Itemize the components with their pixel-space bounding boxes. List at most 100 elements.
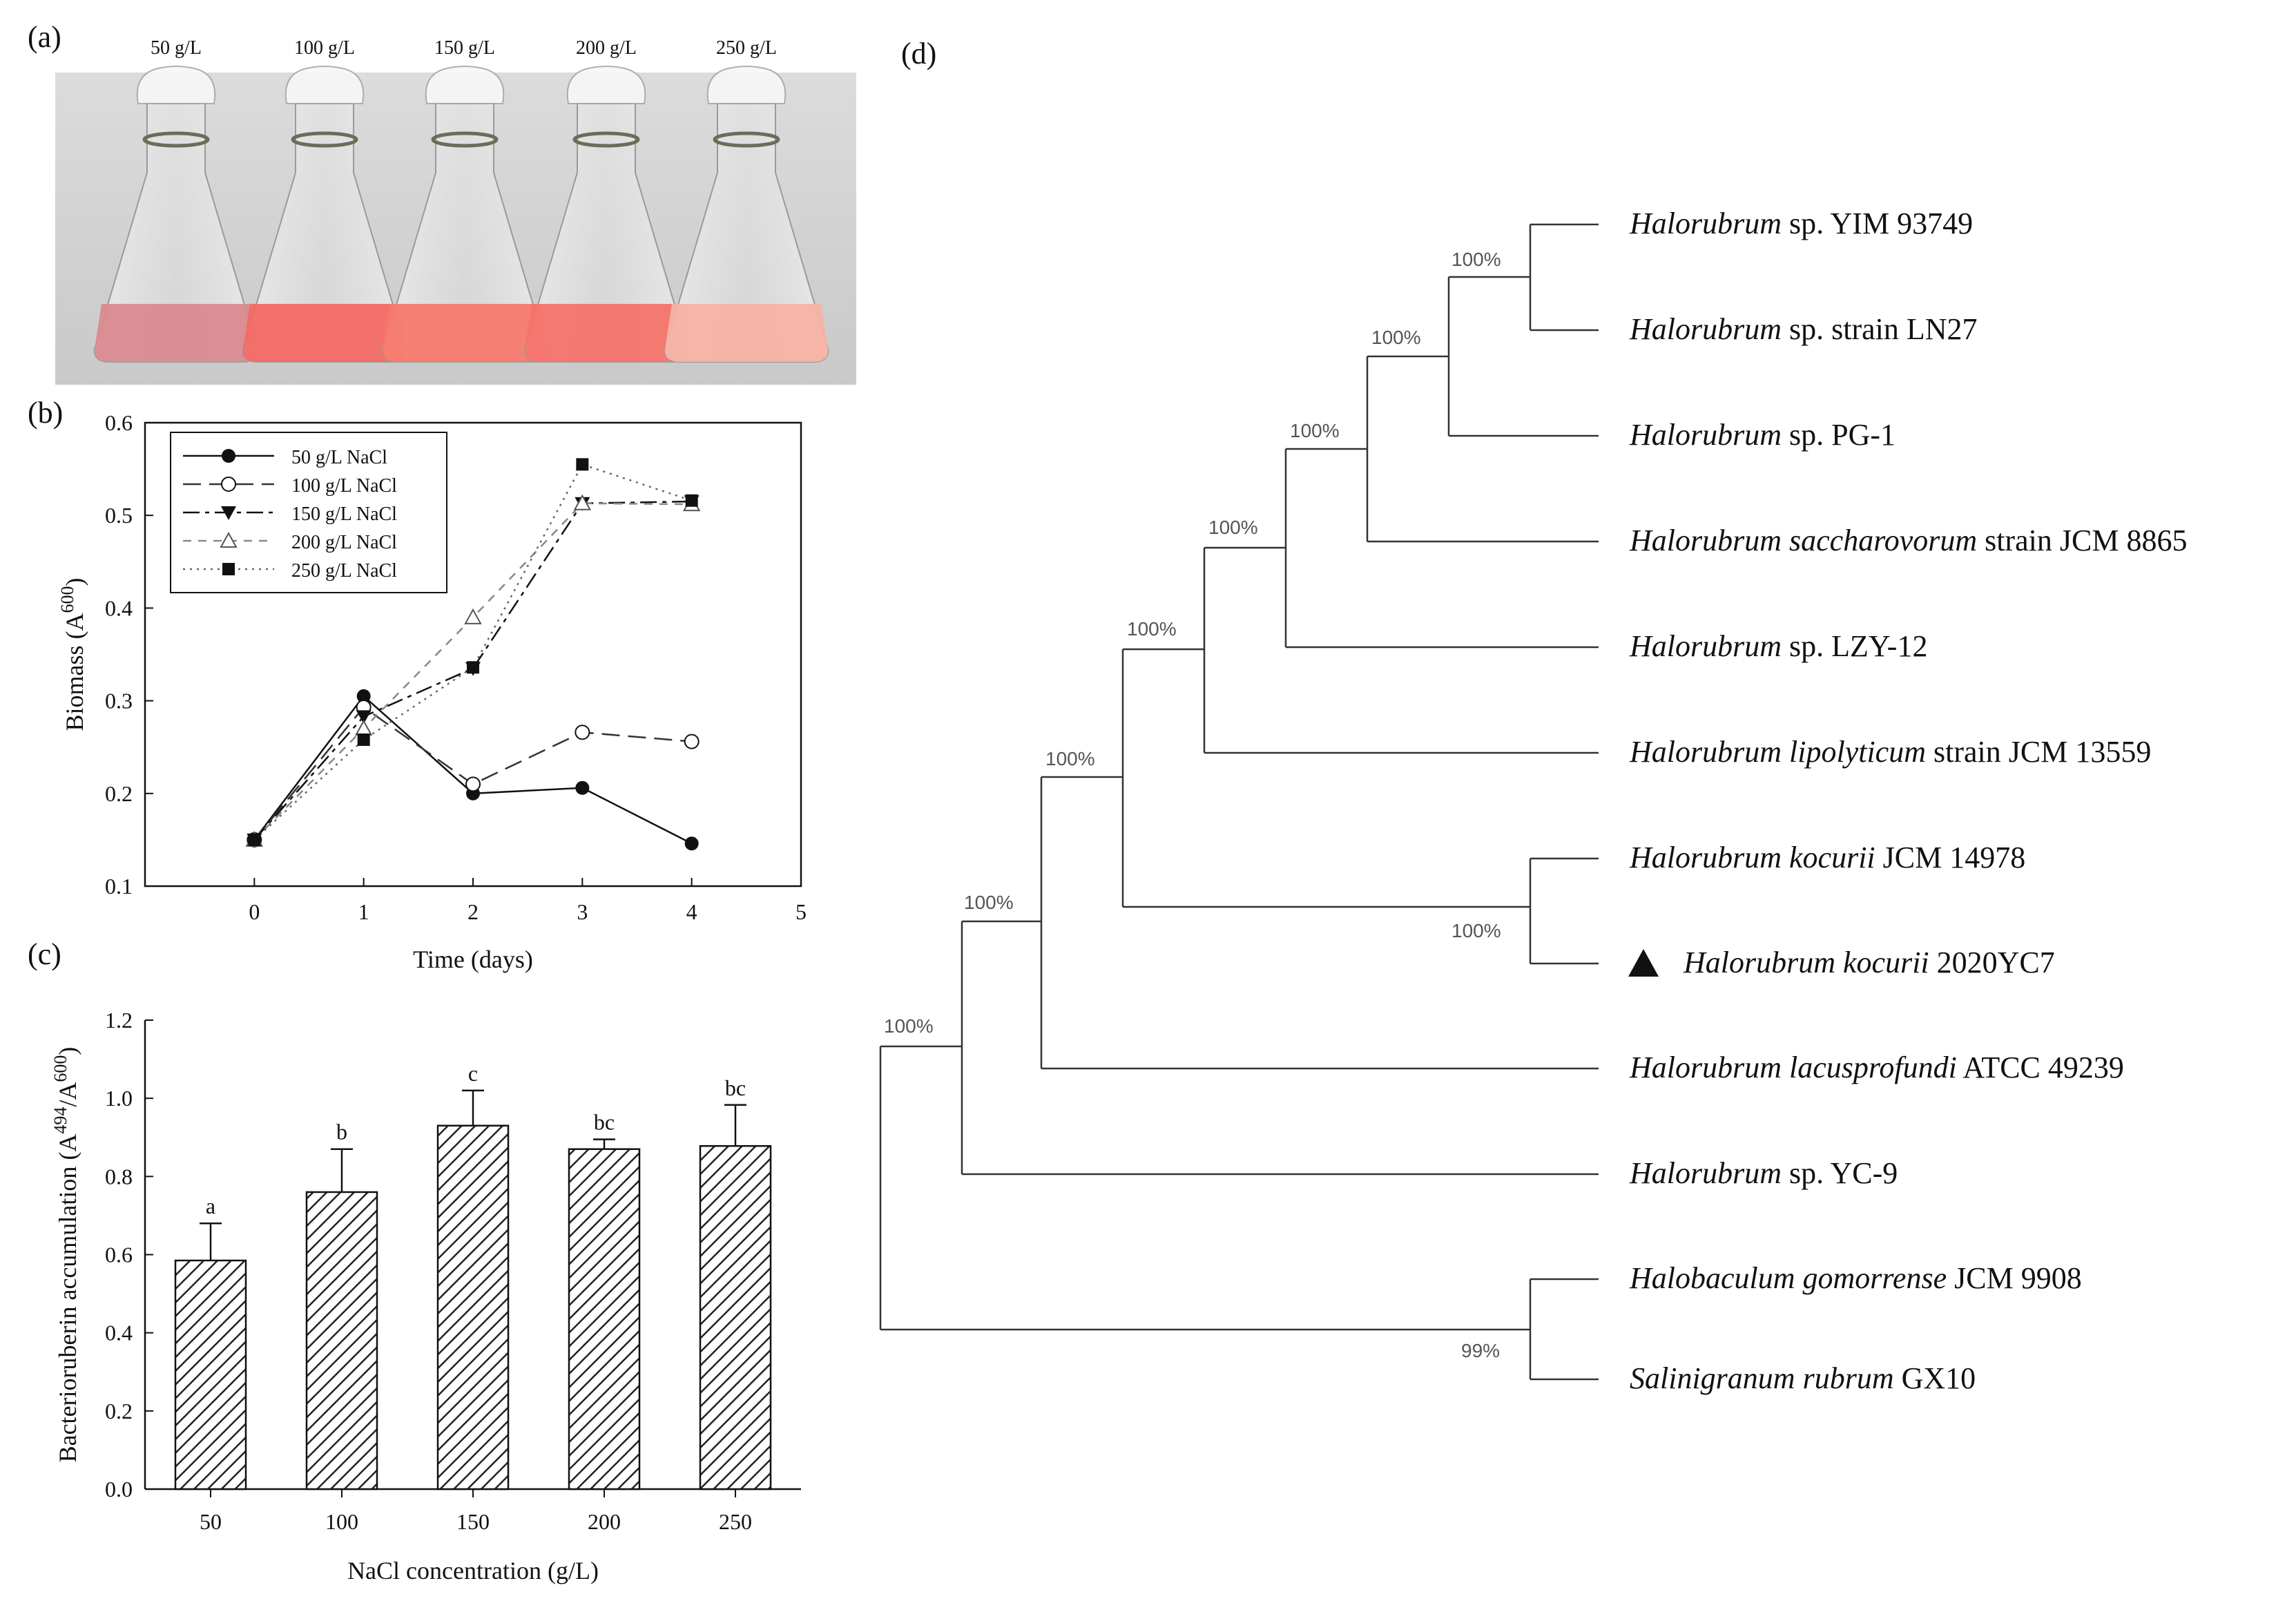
data-point-triangle-up: [354, 719, 373, 736]
text-span: /A: [54, 1082, 81, 1107]
flask: [93, 66, 259, 363]
flask: [382, 66, 548, 363]
data-point-square: [467, 661, 479, 674]
bar: [699, 1144, 772, 1490]
text-span: Halorubrum: [1629, 207, 1782, 240]
text-span: Halorubrum kocurii: [1629, 841, 1875, 874]
leaf-label: Halorubrum kocurii JCM 14978: [1629, 841, 2025, 874]
x-tick-label: 150: [456, 1509, 490, 1534]
data-point-square: [222, 563, 235, 575]
text-span: Salinigranum rubrum: [1630, 1361, 1894, 1395]
leaf-label: Halorubrum sp. strain LN27: [1629, 312, 1978, 346]
text-span: Biomass (A: [61, 613, 88, 731]
y-tick-label: 0.6: [105, 410, 133, 435]
y-axis-label: Bacterioruberin accumulation (A494/A600): [50, 1047, 81, 1463]
flask-cap-film: [706, 66, 787, 104]
legend-label: 250 g/L NaCl: [291, 560, 397, 582]
legend-label: 50 g/L NaCl: [291, 447, 387, 468]
significance-letter: bc: [594, 1110, 615, 1135]
x-tick-label: 0: [249, 899, 260, 924]
text-span: ): [61, 578, 88, 586]
flask-liquid: [94, 304, 258, 362]
x-tick-label: 2: [467, 899, 479, 924]
flask-label: 200 g/L: [576, 37, 637, 59]
bootstrap-value: 99%: [1461, 1340, 1500, 1361]
bar: [305, 1191, 378, 1490]
leaf-label: Halobaculum gomorrense JCM 9908: [1629, 1261, 2082, 1295]
leaf-label: Halorubrum sp. LZY-12: [1629, 629, 1927, 663]
data-point-filled-circle: [222, 449, 235, 463]
text-span: sp. LZY-12: [1782, 629, 1927, 663]
text-span: 2020YC7: [1929, 946, 2055, 979]
flask-liquid: [664, 304, 829, 362]
data-point-square: [357, 733, 370, 746]
series-line: [253, 500, 692, 841]
rubber-band: [142, 131, 210, 148]
text-span: Halorubrum lipolyticum: [1629, 735, 1926, 769]
data-point-filled-circle: [356, 689, 371, 703]
text-span: JCM 14978: [1875, 841, 2026, 874]
rubber-band: [431, 131, 499, 148]
significance-letter: a: [206, 1193, 215, 1218]
significance-letter: c: [468, 1061, 478, 1086]
x-tick-label: 3: [577, 899, 588, 924]
data-point-triangle-up: [573, 494, 592, 510]
legend-label: 200 g/L NaCl: [291, 532, 397, 553]
data-point-filled-circle: [575, 780, 590, 795]
flask-label: 250 g/L: [716, 37, 777, 59]
text-span: Halorubrum saccharovorum: [1629, 524, 1977, 557]
text-span: Bacterioruberin accumulation (A: [54, 1134, 81, 1463]
flask-cap-film: [136, 66, 216, 104]
text-span: 600: [50, 1055, 70, 1082]
significance-letter: bc: [725, 1075, 746, 1100]
text-span: GX10: [1894, 1361, 1976, 1395]
text-span: Halobaculum gomorrense: [1629, 1261, 1947, 1295]
y-tick-label: 0.4: [105, 1321, 133, 1345]
text-span: Halorubrum lacusprofundi: [1629, 1051, 1957, 1084]
x-tick-label: 5: [795, 899, 807, 924]
text-span: Halorubrum: [1629, 1156, 1782, 1190]
leaf-label: Halorubrum saccharovorum strain JCM 8865: [1629, 524, 2187, 557]
panel-c: (c) 0.00.20.40.60.81.01.2a50b100c150bc20…: [28, 937, 801, 1584]
bar: [174, 1259, 247, 1490]
flask-liquid: [242, 304, 407, 362]
bootstrap-value: 100%: [1371, 327, 1421, 348]
text-span: ATCC 49239: [1957, 1051, 2124, 1084]
x-axis-label: NaCl concentration (g/L): [347, 1557, 599, 1584]
data-point-triangle-down: [221, 506, 236, 520]
text-span: Halorubrum: [1629, 629, 1782, 663]
text-span: sp. YIM 93749: [1782, 207, 1973, 240]
text-span: strain JCM 13559: [1926, 735, 2151, 769]
x-tick-label: 250: [719, 1509, 752, 1534]
flask: [664, 66, 829, 363]
y-tick-label: 1.2: [105, 1008, 133, 1033]
y-tick-label: 0.5: [105, 503, 133, 528]
phylogenetic-tree: 100%100%100%100%100%100%100%100%100%99%H…: [879, 207, 2187, 1395]
text-span: 600: [57, 586, 77, 613]
bootstrap-value: 100%: [1290, 420, 1340, 441]
flask-label: 100 g/L: [294, 37, 355, 59]
bootstrap-value: 100%: [1127, 618, 1177, 640]
data-point-open-circle: [575, 725, 590, 740]
y-tick-label: 0.3: [105, 689, 133, 713]
strain-marker-triangle-icon: [1628, 949, 1659, 977]
data-point-open-circle: [465, 776, 481, 792]
text-span: 494: [50, 1107, 70, 1134]
x-tick-label: 50: [200, 1509, 222, 1534]
leaf-label: Halorubrum sp. YIM 93749: [1629, 207, 1973, 240]
bootstrap-value: 100%: [1451, 249, 1501, 270]
data-point-triangle-up: [464, 608, 482, 624]
leaf-label: Halorubrum lipolyticum strain JCM 13559: [1629, 735, 2151, 769]
flask-cap-film: [425, 66, 505, 104]
flask-liquid: [524, 304, 688, 362]
rubber-band: [291, 131, 358, 148]
y-tick-label: 0.4: [105, 595, 133, 620]
legend-label: 150 g/L NaCl: [291, 504, 397, 525]
y-tick-label: 0.6: [105, 1243, 133, 1267]
panel-b-label: (b): [28, 396, 63, 430]
y-tick-label: 0.2: [105, 781, 133, 806]
text-span: Halorubrum: [1629, 312, 1782, 346]
